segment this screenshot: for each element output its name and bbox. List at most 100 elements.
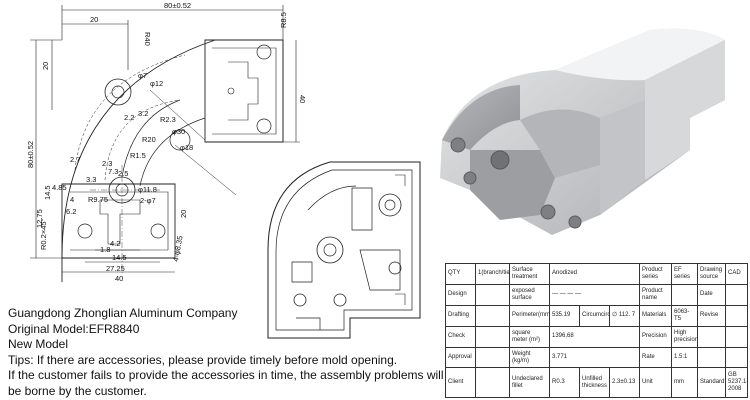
- dim-2-3: 2.3: [102, 159, 112, 168]
- table-cell: Product name: [639, 283, 673, 306]
- table-cell: [725, 325, 749, 348]
- table-cell: Check: [445, 325, 476, 348]
- table-cell: Weight (kg/m): [509, 346, 550, 369]
- table-cell: [725, 346, 749, 369]
- dim-r8-5: R8.5: [279, 12, 288, 28]
- dim-phi12: φ12: [150, 79, 163, 88]
- dim-phi11-8: φ11.8: [138, 185, 157, 194]
- table-cell: [475, 346, 510, 369]
- dim-r20: R20: [142, 135, 156, 144]
- table-cell: Client: [445, 367, 476, 398]
- outline-profile-drawing: [267, 161, 421, 339]
- tip-accessories: Tips: If there are accessories, please p…: [8, 352, 398, 367]
- company-name: Guangdong Zhonglian Aluminum Company: [8, 306, 238, 320]
- table-row: Approval Weight (kg/m) 3.771 Rate 1.5:1: [445, 346, 749, 369]
- dim-6-2: 6.2: [66, 207, 76, 216]
- dim-phi7: φ7: [138, 71, 147, 80]
- dim-2-5: 2.5: [118, 169, 128, 178]
- table-cell: Product series: [639, 263, 673, 285]
- dim-phi30: φ30: [172, 127, 185, 136]
- table-cell: QTY: [445, 263, 476, 285]
- dim-phi18: φ18: [180, 143, 193, 152]
- table-cell: Rate: [639, 346, 673, 369]
- table-cell: CAD: [725, 263, 749, 285]
- dim-4-85: 4.85: [52, 183, 67, 192]
- table-row: QTY 1(branch/tie) Surface treatment Anod…: [445, 263, 749, 285]
- table-cell: Undeclared fillet: [509, 367, 550, 398]
- dim-top-20: 20: [90, 15, 98, 24]
- dim-14-5a: 14.5: [43, 185, 52, 200]
- table-cell: 2.3±0.13: [608, 367, 641, 398]
- table-cell: [475, 304, 510, 327]
- table-row: Drafting Perimeter(mm) 535.19 Circumcirc…: [445, 304, 749, 327]
- dim-2-2: 2.2: [124, 113, 134, 122]
- table-cell: [475, 367, 510, 398]
- table-cell: Drawing source: [697, 263, 727, 285]
- dimension-labels: 80±0.52 20 R40 R8.5 40 20 80±0.52 φ7 φ12…: [26, 1, 307, 283]
- table-cell: — — — —: [548, 283, 641, 306]
- dim-overall-height: 80±0.52: [26, 141, 35, 168]
- table-row: Client Undeclared fillet R0.3 Unfilled t…: [445, 367, 749, 398]
- table-cell: High precision: [671, 325, 699, 348]
- dim-2-7: 2.7: [70, 155, 80, 164]
- table-cell: Perimeter(mm): [509, 304, 550, 327]
- new-model: New Model: [8, 337, 69, 351]
- render-hole-3: [490, 150, 510, 170]
- profile-3d-render: [440, 28, 725, 235]
- table-cell: 535.19: [549, 304, 580, 327]
- table-cell: [475, 283, 510, 306]
- main-profile-drawing: [61, 39, 284, 282]
- table-cell: Anodized: [548, 263, 641, 285]
- dim-side-20: 20: [41, 62, 50, 70]
- table-row: Design exposed surface — — — — Product n…: [445, 283, 749, 306]
- dim-side-40: 40: [298, 95, 307, 103]
- dim-20b: 20: [179, 210, 188, 218]
- table-cell: 1396.68: [548, 325, 641, 348]
- table-cell: R0.3: [549, 367, 580, 398]
- table-cell: Surface treatment: [509, 263, 550, 285]
- dim-r0-2x45: R0.2×45°: [39, 218, 48, 250]
- dim-4-2: 4.2: [110, 239, 120, 248]
- table-cell: [725, 304, 749, 327]
- table-cell: Unit: [639, 367, 673, 398]
- table-cell: ∅ 112. 7: [608, 304, 641, 327]
- table-cell: Standard: [697, 367, 727, 398]
- table-cell: Revise: [697, 304, 727, 327]
- dim-14-5b: 14.5: [112, 253, 127, 262]
- table-cell: [475, 325, 510, 348]
- dim-r9-75: R9.75: [88, 195, 108, 204]
- dim-7-3: 7.3: [108, 167, 118, 176]
- dim-r2-3: R2.3: [160, 115, 176, 124]
- dim-3-2: 3.2: [138, 109, 148, 118]
- table-cell: 6063-T5: [671, 304, 699, 327]
- dim-overall-width: 80±0.52: [164, 1, 191, 10]
- spec-table: QTY 1(branch/tie) Surface treatment Anod…: [445, 263, 749, 398]
- table-cell: [671, 283, 699, 306]
- table-cell: [725, 283, 749, 306]
- table-cell: EF series: [671, 263, 699, 285]
- table-cell: 1.5:1: [671, 346, 699, 369]
- table-cell: square meter (m²): [509, 325, 550, 348]
- dim-r40: R40: [143, 32, 152, 46]
- render-hole-2: [463, 171, 477, 185]
- render-hole-5: [568, 215, 582, 229]
- table-cell: [697, 346, 727, 369]
- table-cell: Precision: [639, 325, 673, 348]
- table-cell: Materials: [639, 304, 673, 327]
- table-row: Check square meter (m²) 1396.68 Precisio…: [445, 325, 749, 348]
- table-cell: 1(branch/tie): [475, 263, 510, 285]
- dim-40b: 40: [115, 274, 123, 283]
- table-cell: exposed surface: [509, 283, 550, 306]
- dim-1-8: 1.8: [100, 245, 110, 254]
- table-cell: 3.771: [548, 346, 641, 369]
- company-notes: Guangdong Zhonglian Aluminum Company Ori…: [8, 306, 448, 399]
- table-cell: [697, 325, 727, 348]
- table-cell: mm: [671, 367, 699, 398]
- table-cell: Design: [445, 283, 476, 306]
- original-model: Original Model:EFR8840: [8, 321, 140, 336]
- dimension-lines: [30, 5, 300, 273]
- table-cell: Drafting: [445, 304, 476, 327]
- table-cell: Circumcircle: [579, 304, 610, 327]
- dim-4x8-35: 4-φ8.35: [171, 235, 184, 262]
